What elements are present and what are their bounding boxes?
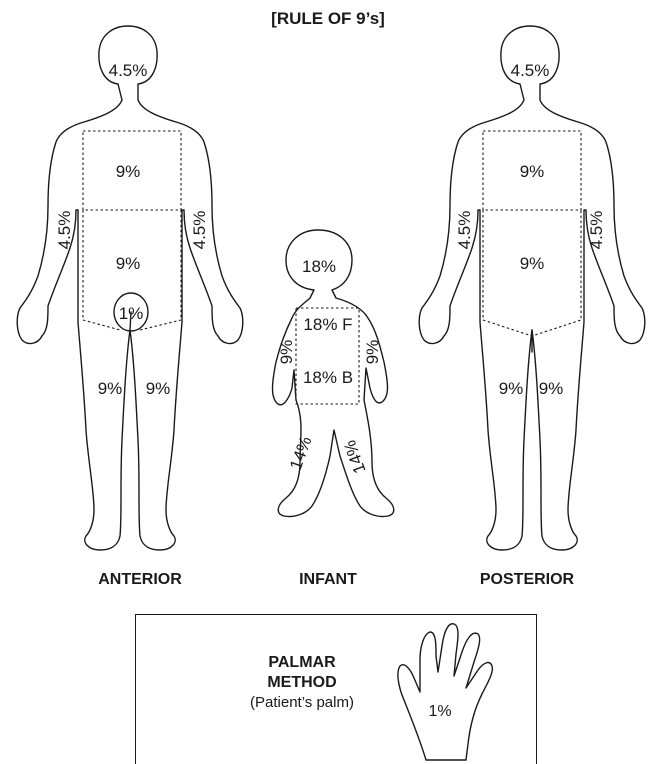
posterior-upper-back-value: 9% [520,162,545,181]
posterior-left-leg-value: 9% [539,379,564,398]
anterior-genital-value: 1% [119,304,144,323]
posterior-head-value: 4.5% [511,61,550,80]
posterior-lower-back-region [483,210,581,336]
posterior-left-arm-value: 4.5% [587,211,606,250]
infant-back-value: 18% B [303,368,353,387]
palmar-title-line1: PALMAR [232,653,372,673]
infant-right-leg-value: 14% [286,434,315,472]
infant-caption: INFANT [299,571,357,588]
anterior-head-value: 4.5% [109,61,148,80]
posterior-right-arm-value: 4.5% [455,211,474,250]
anterior-left-leg-value: 9% [146,379,171,398]
anterior-caption: ANTERIOR [98,571,182,588]
palmar-title-line2: METHOD [232,673,372,693]
anterior-right-leg-value: 9% [98,379,123,398]
anterior-right-arm-value: 4.5% [55,211,74,250]
anterior-chest-value: 9% [116,162,141,181]
diagram-title: [RULE OF 9’s] [271,9,385,28]
infant-head-value: 18% [302,257,336,276]
posterior-lower-back-value: 9% [520,254,545,273]
posterior-body-outline [419,26,645,550]
infant-front-value: 18% F [303,315,352,334]
posterior-caption: POSTERIOR [480,571,575,588]
anterior-abdomen-value: 9% [116,254,141,273]
palmar-subtitle: (Patient’s palm) [232,694,372,711]
palmar-title: PALMAR METHOD [232,653,372,693]
anterior-left-arm-value: 4.5% [190,211,209,250]
infant-right-arm-value: 9% [277,340,296,365]
posterior-right-leg-value: 9% [499,379,524,398]
infant-left-arm-value: 9% [363,340,382,365]
anterior-body-outline [17,26,243,550]
